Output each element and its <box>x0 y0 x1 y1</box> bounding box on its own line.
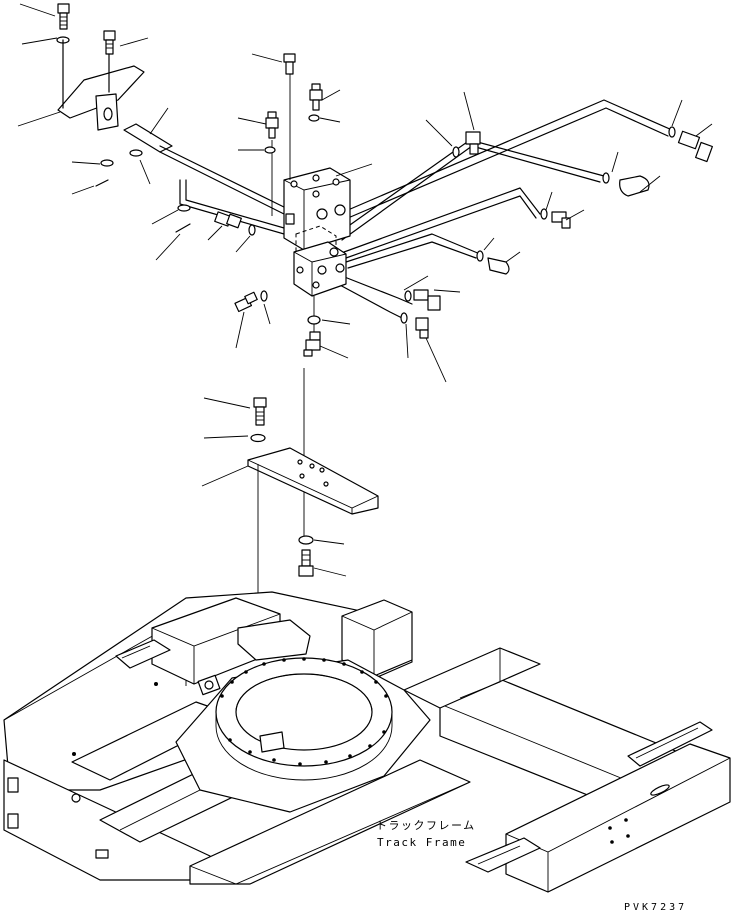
fitting-curved <box>602 151 661 197</box>
elbow-bottom <box>303 331 349 359</box>
fitting-right-1 <box>403 275 461 311</box>
fitting-top <box>309 83 341 111</box>
small-plate <box>123 123 173 153</box>
fitting-left-upper <box>237 111 279 139</box>
track-frame <box>3 591 731 893</box>
fitting-mid-right <box>540 191 585 229</box>
bolt-manifold-top <box>251 53 296 75</box>
ring-inner <box>235 673 373 751</box>
track-frame-label: トラックフレーム Track Frame <box>376 819 476 849</box>
bolt-top-left <box>57 3 70 30</box>
fitting-left-lower <box>234 290 271 349</box>
bracket-plate <box>57 65 145 119</box>
drawing-code: PVK7237 <box>624 902 687 913</box>
fitting-far-right <box>668 99 713 163</box>
mounting-plate <box>247 447 379 515</box>
fitting-tee-upper <box>425 91 481 158</box>
bolt-lower <box>298 549 347 577</box>
swing-circle-ring <box>175 619 431 813</box>
fitting-right-2 <box>400 312 447 383</box>
bolt-bracket <box>103 30 116 55</box>
elbow-left <box>207 211 256 253</box>
mounting-plate-assembly <box>201 397 379 760</box>
bracket-assembly <box>17 3 173 195</box>
pipe-lines <box>159 99 673 321</box>
track-frame-label-en: Track Frame <box>377 836 466 849</box>
fittings <box>151 53 713 383</box>
track-frame-label-jp: トラックフレーム <box>376 819 476 832</box>
bolt-plate <box>203 397 267 426</box>
swivel-manifold <box>271 66 373 540</box>
fitting-elbow-right <box>476 237 521 275</box>
